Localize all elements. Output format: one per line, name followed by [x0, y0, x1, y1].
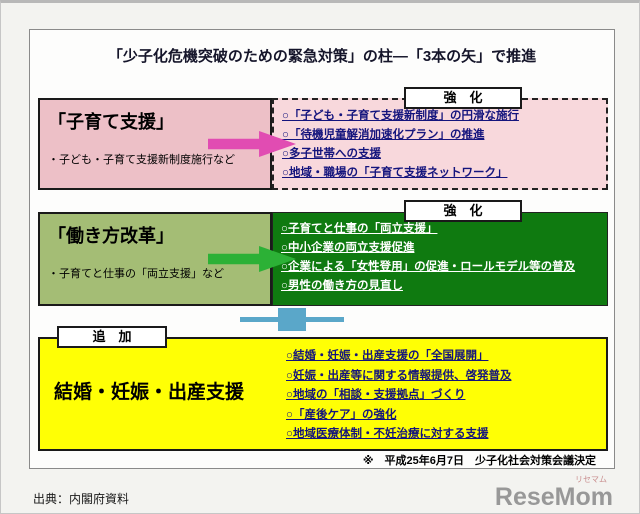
block-childcare-label: 「子育て支援」	[48, 112, 174, 132]
logo-wordmark: ReseMom	[494, 483, 613, 511]
source-caption: 出典：内閣府資料	[33, 492, 130, 506]
plus-connector-bar-icon	[278, 308, 306, 331]
list-item: ○中小企業の両立支援促進	[281, 242, 415, 254]
list-item: ○多子世帯への支援	[282, 148, 381, 160]
block-workstyle-items-box: ○子育てと仕事の「両立支援」 ○中小企業の両立支援促進 ○企業による「女性登用」…	[272, 212, 608, 306]
decision-note: ※ 平成25年6月7日 少子化社会対策会議決定	[362, 455, 596, 467]
list-item: ○子育てと仕事の「両立支援」	[281, 223, 438, 235]
diagram-panel: 「少子化危機突破のための緊急対策」の柱―「3本の矢」で推進 「子育て支援」 ・子…	[29, 29, 615, 469]
block-childcare-sublabel: ・子ども・子育て支援新制度施行など	[48, 154, 235, 166]
logo-ruby-text: リセマム	[575, 475, 607, 484]
childcare-item-list: ○「子ども・子育て支援新制度」の円滑な施行 ○「待機児童解消加速化プラン」の推進…	[282, 107, 598, 183]
resemom-logo: リセマム ReseMom	[495, 476, 613, 510]
list-item: ○結婚・妊娠・出産支援の「全国展開」	[286, 350, 489, 362]
badge-strengthen-workstyle: 強 化	[404, 200, 522, 222]
list-item: ○男性の働き方の見直し	[281, 280, 403, 292]
workstyle-item-list: ○子育てと仕事の「両立支援」 ○中小企業の両立支援促進 ○企業による「女性登用」…	[281, 220, 599, 296]
block-marriage-box: 結婚・妊娠・出産支援 ○結婚・妊娠・出産支援の「全国展開」 ○妊娠・出産等に関す…	[38, 337, 608, 451]
block-marriage-label: 結婚・妊娠・出産支援	[54, 382, 245, 403]
marriage-item-list: ○結婚・妊娠・出産支援の「全国展開」 ○妊娠・出産等に関する情報提供、啓発普及 …	[286, 347, 511, 445]
block-workstyle-sublabel: ・子育てと仕事の「両立支援」など	[48, 268, 224, 280]
block-workstyle-label: 「働き方改革」	[48, 226, 174, 246]
list-item: ○地域医療体制・不妊治療に対する支援	[286, 428, 489, 440]
list-item: ○地域・職場の「子育て支援ネットワーク」	[282, 167, 508, 179]
badge-strengthen-childcare: 強 化	[404, 87, 522, 109]
list-item: ○企業による「女性登用」の促進・ロールモデル等の普及	[281, 261, 576, 273]
list-item: ○「子ども・子育て支援新制度」の円滑な施行	[282, 110, 519, 122]
list-item: ○「待機児童解消加速化プラン」の推進	[282, 129, 485, 141]
page-title: 「少子化危機突破のための緊急対策」の柱―「3本の矢」で推進	[107, 48, 537, 65]
list-item: ○地域の「相談・支援拠点」づくり	[286, 389, 466, 401]
block-childcare-items-box: ○「子ども・子育て支援新制度」の円滑な施行 ○「待機児童解消加速化プラン」の推進…	[272, 98, 608, 190]
list-item: ○妊娠・出産等に関する情報提供、啓発普及	[286, 369, 512, 382]
badge-addition-marriage: 追 加	[57, 326, 167, 348]
list-item: ○「産後ケア」の強化	[286, 408, 397, 421]
